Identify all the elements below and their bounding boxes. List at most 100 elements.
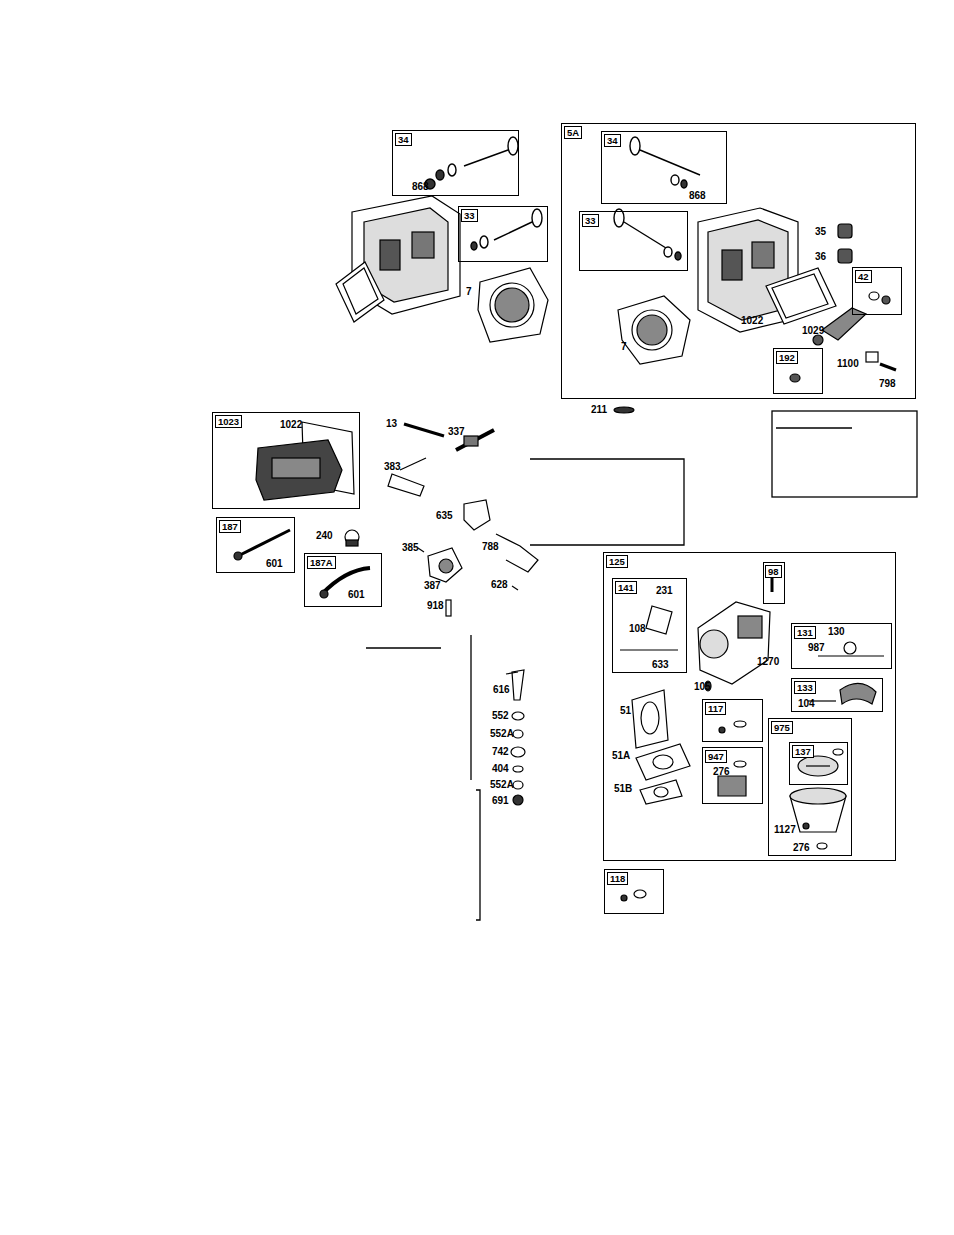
spring <box>838 249 852 263</box>
spring <box>614 407 634 413</box>
valve-cover <box>272 458 320 478</box>
group-number: 187A <box>307 556 336 569</box>
group-number: 125 <box>606 555 628 568</box>
spring <box>838 224 852 238</box>
spring <box>790 374 800 382</box>
carburetor <box>798 756 838 776</box>
cylinder-head <box>752 242 774 268</box>
valve-cover <box>346 540 358 546</box>
governor-parts <box>506 672 518 674</box>
parts-group-box: 117 <box>702 699 763 742</box>
callout-number: 1022 <box>741 315 763 326</box>
valve <box>532 209 542 227</box>
carburetor <box>790 788 846 804</box>
spring <box>813 335 823 345</box>
carburetor <box>738 616 762 638</box>
callout-number: 1022 <box>280 419 302 430</box>
cylinder-head <box>637 315 667 345</box>
cylinder-head <box>495 288 529 322</box>
group-number: 117 <box>705 702 726 715</box>
group-number: 33 <box>461 209 478 222</box>
valve-cover <box>238 530 290 556</box>
callout-number: 1100 <box>837 358 859 369</box>
callout-number: 987 <box>808 642 825 653</box>
parts-group-box: 975 1127 276 137 <box>768 718 852 856</box>
carburetor <box>620 649 678 650</box>
spring <box>882 296 890 304</box>
ignition-parts <box>418 548 424 552</box>
valve <box>675 252 681 260</box>
callout-number: 552 <box>492 710 509 721</box>
governor-parts <box>513 781 523 789</box>
frame-lines <box>776 427 852 428</box>
parts-group-box: 33 <box>458 206 548 262</box>
callout-number: 276 <box>793 842 810 853</box>
ignition-parts <box>464 436 478 446</box>
valve <box>681 180 687 188</box>
group-number: 141 <box>615 581 637 594</box>
parts-group-box: 131130987 <box>791 623 892 669</box>
group-number: 975 <box>771 721 793 734</box>
cylinder-head <box>618 296 690 364</box>
callout-number: 601 <box>348 589 365 600</box>
valve <box>464 150 508 166</box>
valve-cover <box>234 552 242 560</box>
carburetor <box>634 890 646 898</box>
carburetor <box>700 630 728 658</box>
parts-group-box: 12512701055151A51B1412311086339813113098… <box>603 552 896 861</box>
callout-number: 13 <box>386 418 397 429</box>
callout-number: 628 <box>491 579 508 590</box>
carburetor <box>641 702 659 734</box>
frame-lines <box>476 790 480 920</box>
frame-lines <box>470 635 471 780</box>
valve <box>630 137 640 155</box>
callout-number: 385 <box>402 542 419 553</box>
frame-lines <box>366 647 441 648</box>
spring <box>869 292 879 300</box>
callout-number: 635 <box>436 510 453 521</box>
callout-number: 7 <box>466 286 472 297</box>
callout-number: 742 <box>492 746 509 757</box>
cylinder-head <box>478 268 548 342</box>
cylinder-head <box>343 268 378 314</box>
ignition-parts <box>439 559 453 573</box>
carburetor <box>698 602 770 684</box>
carburetor <box>621 895 627 901</box>
ignition-parts <box>388 474 424 496</box>
carburetor <box>806 765 830 766</box>
parts-group-box: 192 <box>773 348 823 394</box>
frame-lines <box>366 411 917 920</box>
valve <box>480 236 488 248</box>
cylinder-head <box>618 208 836 364</box>
carburetor <box>833 749 843 755</box>
spring <box>822 308 866 340</box>
carburetor <box>817 843 827 849</box>
spring <box>880 364 896 370</box>
callout-number: 1127 <box>774 824 796 835</box>
cylinder-head <box>632 310 672 350</box>
carburetor <box>734 721 746 727</box>
carburetor <box>718 776 746 796</box>
cylinder-head <box>772 274 828 318</box>
callout-number: 1270 <box>757 656 779 667</box>
cylinder-head <box>766 268 836 324</box>
parts-group-box: 98 <box>763 562 785 604</box>
governor-parts <box>513 766 523 772</box>
parts-group-box: 5A35361022710291100798348683342192 <box>561 123 916 399</box>
valve <box>436 170 444 180</box>
carburetor <box>632 690 668 748</box>
callout-number: 337 <box>448 426 465 437</box>
callout-number: 633 <box>652 659 669 670</box>
parts-group-box: 137 <box>789 742 848 785</box>
valve-cover <box>234 422 370 598</box>
valve-cover <box>256 440 342 500</box>
callout-number: 552A <box>490 728 514 739</box>
cylinder-head <box>490 283 534 327</box>
valve <box>425 137 700 260</box>
ignition-parts <box>404 424 444 436</box>
parts-group-box: 34868 <box>392 130 519 196</box>
callout-number: 552A <box>490 779 514 790</box>
group-number: 34 <box>604 134 621 147</box>
spring <box>614 224 896 413</box>
